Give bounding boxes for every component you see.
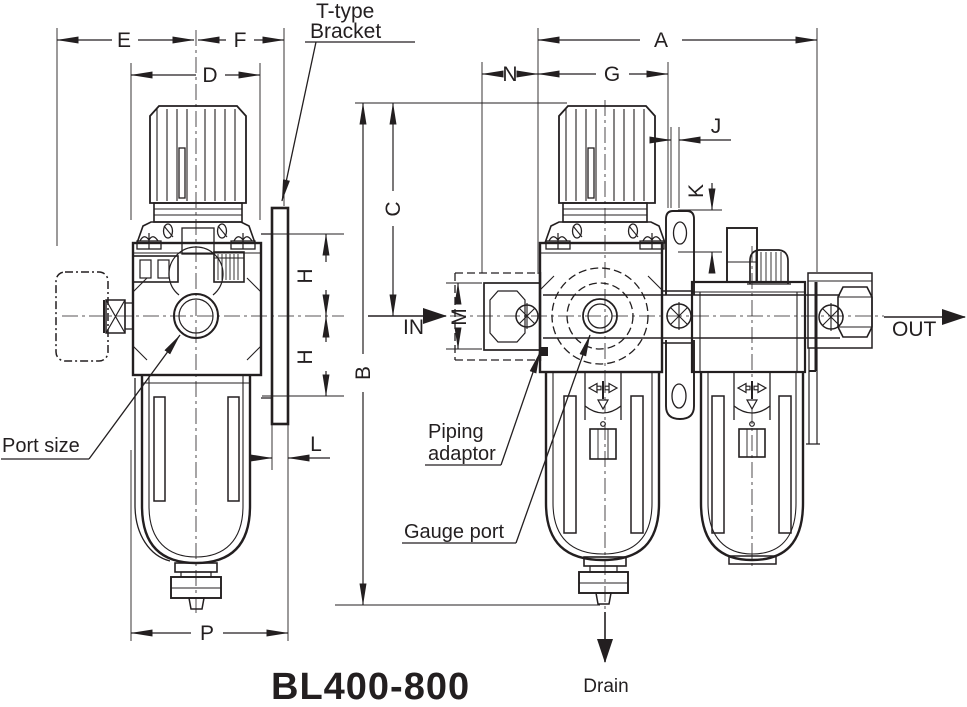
piping-adaptor-label-line2: adaptor xyxy=(428,443,496,465)
drain-callout: Drain xyxy=(583,612,629,697)
right-view-dimensions: A N G J K B xyxy=(352,28,966,697)
dim-b: B xyxy=(352,102,375,606)
t-bracket-label-line2: Bracket xyxy=(310,20,381,43)
dim-label-h-upper: H xyxy=(294,268,317,283)
dim-label-c: C xyxy=(382,201,405,216)
dim-label-g: G xyxy=(604,63,620,86)
out-label: OUT xyxy=(892,318,937,341)
dim-a: A xyxy=(537,28,818,274)
port-size-callout: Port size xyxy=(1,334,181,460)
dim-f: F xyxy=(197,28,285,206)
filter-bowl xyxy=(134,375,252,565)
clamp-screw xyxy=(515,303,539,329)
bracket-hole xyxy=(672,221,688,245)
dim-label-b: B xyxy=(352,366,375,380)
in-flow-arrow: IN xyxy=(368,308,447,339)
sight-window xyxy=(563,395,577,534)
sight-window xyxy=(778,395,792,534)
port-size-label: Port size xyxy=(2,435,80,457)
dim-j: J xyxy=(649,115,731,208)
gauge-boss-phantom xyxy=(566,282,634,350)
regulator-body xyxy=(131,227,263,377)
piping-adaptor-label-line1: Piping xyxy=(428,421,484,443)
t-bracket-label-line1: T-type xyxy=(316,0,374,23)
gauge-boss-phantom xyxy=(551,267,649,365)
dim-label-h-lower: H xyxy=(294,349,317,364)
regulator-knob xyxy=(558,105,656,204)
dim-label-l: L xyxy=(310,433,322,456)
dim-p: P xyxy=(130,450,289,645)
gauge-port-label: Gauge port xyxy=(404,521,505,543)
drain-fitting xyxy=(170,562,222,610)
t-bracket-callout: T-type Bracket xyxy=(281,0,415,202)
wing-screws xyxy=(136,233,256,250)
sight-window xyxy=(153,396,166,502)
internal-deflector xyxy=(733,372,771,458)
dim-n: N xyxy=(481,62,539,273)
dim-m: M xyxy=(446,282,482,350)
bowl-foot xyxy=(728,555,777,565)
dim-label-e: E xyxy=(117,29,131,52)
drain-fitting xyxy=(578,556,629,605)
drain-label: Drain xyxy=(583,676,628,697)
out-bracket-assembly xyxy=(806,272,873,445)
sight-window xyxy=(630,395,644,534)
out-flow-arrow: OUT xyxy=(884,309,966,341)
sight-window xyxy=(227,396,240,502)
left-view-dimensions: E F D H H L xyxy=(1,0,415,645)
dim-label-k: K xyxy=(685,184,708,198)
port-opening xyxy=(168,246,224,339)
phantom-handle xyxy=(55,271,109,362)
gauge-port-hole xyxy=(587,303,613,329)
bracket-hole xyxy=(671,383,687,409)
dim-label-j: J xyxy=(711,115,722,138)
gauge-port-hole xyxy=(582,298,618,334)
internal-deflector xyxy=(584,372,622,460)
t-bracket-tab xyxy=(661,210,695,420)
dim-k: K xyxy=(678,183,722,274)
piping-adaptor-callout: Piping adaptor xyxy=(425,351,541,466)
regulator-body xyxy=(538,241,664,374)
dim-label-d: D xyxy=(202,64,217,87)
dim-g: G xyxy=(537,62,669,208)
dim-label-m: M xyxy=(448,308,471,326)
lubricator-head xyxy=(690,227,807,374)
regulator-knob xyxy=(149,105,247,204)
left-view xyxy=(55,30,344,614)
dim-label-f: F xyxy=(234,29,247,52)
dim-d: D xyxy=(130,63,261,220)
gauge-plug xyxy=(132,255,179,283)
dim-l: L xyxy=(250,424,330,641)
dim-label-p: P xyxy=(200,622,214,645)
model-title: BL400-800 xyxy=(271,666,470,707)
knob-neck xyxy=(153,202,243,223)
nameplate xyxy=(181,227,215,255)
side-valve xyxy=(103,299,134,334)
clamp-screw xyxy=(818,303,844,331)
sight-window xyxy=(711,395,725,534)
knurled-plug xyxy=(213,251,245,283)
bonnet xyxy=(543,221,667,244)
dim-c: C xyxy=(382,102,405,317)
in-label: IN xyxy=(403,316,424,339)
filter-bowl xyxy=(544,372,661,562)
wing-screws xyxy=(545,233,665,250)
adaptor-corner-key xyxy=(539,347,548,356)
lubricator-bowl xyxy=(699,372,805,565)
dim-h-lower: H xyxy=(294,315,330,397)
dim-label-n: N xyxy=(502,63,517,86)
dim-e: E xyxy=(56,28,195,246)
dim-h-upper: H xyxy=(262,233,344,397)
right-view xyxy=(335,100,884,610)
dim-label-a: A xyxy=(654,29,668,52)
gauge-port-callout: Gauge port xyxy=(402,334,591,544)
